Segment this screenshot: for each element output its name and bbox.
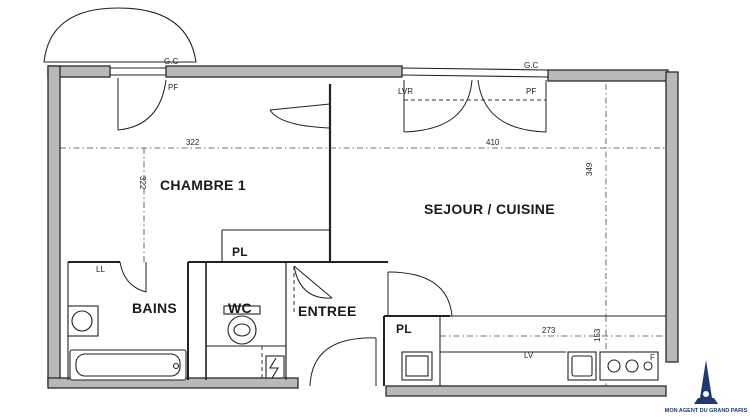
room-label-wc: WC <box>228 300 252 316</box>
dim-chambre-depth: 322 <box>138 176 147 190</box>
tag-gc-left: G.C <box>164 57 178 66</box>
dim-sejour-width: 410 <box>486 138 500 147</box>
room-label-pl-top: PL <box>232 245 248 259</box>
fixtures <box>67 305 659 381</box>
tag-lvr: LVR <box>398 87 413 96</box>
room-label-bains: BAINS <box>132 300 177 316</box>
room-label-chambre: CHAMBRE 1 <box>160 177 246 193</box>
dim-sejour-depth: 349 <box>585 162 594 176</box>
tag-pf-right: PF <box>526 87 536 96</box>
dim-chambre-width: 322 <box>186 138 200 147</box>
room-label-entree: ENTREE <box>298 303 357 319</box>
logo-text: MON AGENT DU GRAND PARIS <box>665 408 748 414</box>
eiffel-tower-icon <box>700 360 712 398</box>
electric-panel <box>265 355 285 379</box>
room-label-pl-bottom: PL <box>396 322 412 336</box>
dim-kitchen-depth: 153 <box>593 328 602 342</box>
room-label-sejour: SEJOUR / CUISINE <box>424 201 555 217</box>
dimension-lines <box>60 84 666 386</box>
tag-ll: LL <box>96 265 105 274</box>
exterior-walls <box>47 65 679 397</box>
dim-kitchen-width: 273 <box>542 326 556 335</box>
agency-logo: MON AGENT DU GRAND PARIS <box>665 360 748 414</box>
toilet-cistern <box>223 305 261 315</box>
balcony-arc <box>43 7 197 63</box>
tag-lv: LV <box>524 351 534 360</box>
tag-gc-right: G.C <box>524 61 538 70</box>
tag-pf-left: PF <box>168 83 178 92</box>
tag-f: F <box>650 353 655 362</box>
doors <box>117 78 547 387</box>
interior-walls <box>67 84 666 386</box>
